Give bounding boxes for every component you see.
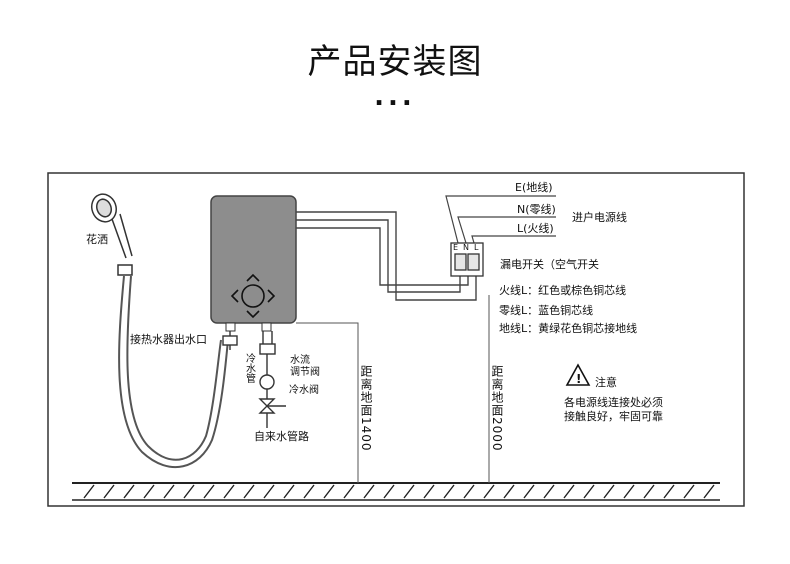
- label-ground: 地线L：黄绿花色铜芯接地线: [499, 321, 637, 335]
- page-title: 产品安装图: [307, 42, 483, 82]
- label-wire-e: E(地线): [515, 180, 553, 194]
- label-wire-n: N(零线): [517, 202, 556, 216]
- floor-hatch: [323, 484, 335, 499]
- floor-hatch: [183, 484, 195, 499]
- floor-hatch: [263, 484, 275, 499]
- floor-hatch: [203, 484, 215, 499]
- floor-hatch: [423, 484, 435, 499]
- height-guides: [296, 295, 490, 483]
- floor-hatch: [483, 484, 495, 499]
- label-tap-pipe: 自来水管路: [254, 429, 309, 443]
- label-wire-l: L(火线): [517, 221, 554, 235]
- floor-hatch: [583, 484, 595, 499]
- label-cold-valve: 冷水阀: [289, 383, 319, 396]
- label-shower: 花洒: [86, 233, 108, 246]
- floor-hatch: [243, 484, 255, 499]
- floor-hatch: [623, 484, 635, 499]
- label-flow-valve: 水流调节阀: [290, 353, 320, 378]
- label-incoming: 进户电源线: [572, 210, 627, 224]
- floor-hatch: [343, 484, 355, 499]
- pipes: [222, 331, 286, 428]
- floor-hatch: [543, 484, 555, 499]
- incoming-wires: [445, 195, 556, 244]
- label-cold-water: 冷水管: [244, 352, 256, 384]
- floor-hatch: [663, 484, 675, 499]
- label-live: 火线L：红色或棕色铜芯线: [499, 283, 626, 297]
- floor-hatch: [563, 484, 575, 499]
- label-warning-line1: 各电源线连接处必须: [564, 395, 663, 409]
- floor-hatch: [603, 484, 615, 499]
- shower-hose: [118, 275, 229, 468]
- control-panel-icon: [230, 273, 276, 319]
- terminal-e: E: [453, 243, 458, 252]
- floor-hatch: [523, 484, 535, 499]
- power-cable: [296, 211, 477, 301]
- floor-hatch: [703, 484, 715, 499]
- floor-hatch: [83, 484, 95, 499]
- water-heater: [210, 195, 297, 332]
- label-distance-2000: 距离地面2000: [490, 365, 504, 452]
- floor-hatch: [503, 484, 515, 499]
- floor-hatch: [123, 484, 135, 499]
- floor-hatch: [363, 484, 375, 499]
- floor-hatch: [223, 484, 235, 499]
- warning-icon: !: [565, 363, 591, 386]
- label-distance-1400: 距离地面1400: [359, 365, 373, 452]
- floor-hatch: [163, 484, 175, 499]
- floor: [72, 482, 720, 501]
- breaker-switch: [450, 242, 484, 277]
- floor-hatch: [463, 484, 475, 499]
- svg-text:!: !: [576, 372, 581, 386]
- label-switch: 漏电开关（空气开关: [500, 257, 599, 271]
- floor-hatch: [643, 484, 655, 499]
- floor-hatch: [383, 484, 395, 499]
- label-warning-line2: 接触良好，牢固可靠: [564, 409, 663, 423]
- floor-hatch: [443, 484, 455, 499]
- floor-hatch: [283, 484, 295, 499]
- title-dots: ...: [374, 82, 416, 112]
- floor-hatch: [143, 484, 155, 499]
- terminal-l: L: [474, 243, 479, 252]
- floor-hatch: [303, 484, 315, 499]
- terminal-n: N: [463, 243, 469, 252]
- floor-hatch: [103, 484, 115, 499]
- diagram-frame: [47, 172, 745, 507]
- label-outlet: 接热水器出水口: [130, 332, 207, 346]
- label-neutral: 零线L：蓝色铜芯线: [499, 303, 593, 317]
- floor-hatch: [683, 484, 695, 499]
- label-warning-title: 注意: [595, 375, 617, 389]
- shower-head-icon: [90, 193, 133, 276]
- floor-hatch: [403, 484, 415, 499]
